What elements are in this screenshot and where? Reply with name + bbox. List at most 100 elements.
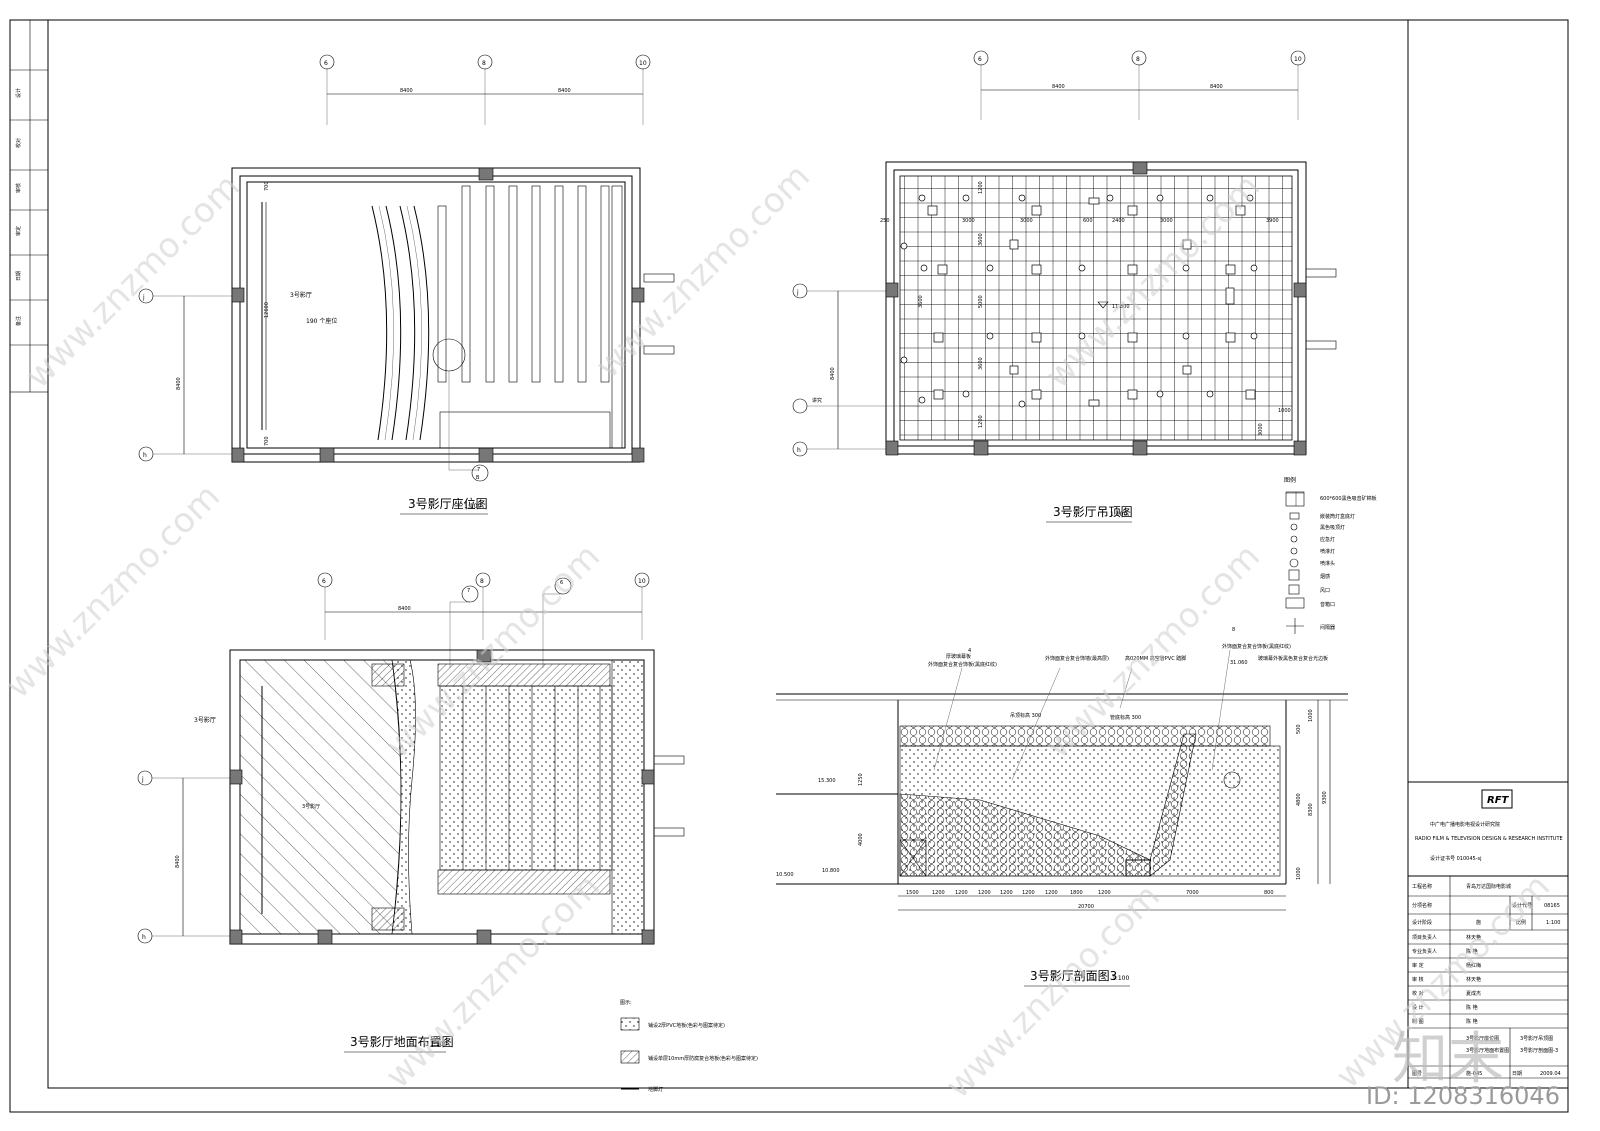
level: 10.500 <box>776 872 794 878</box>
dimension: 1250 <box>858 773 864 786</box>
revision-cell: 备注 <box>15 316 22 326</box>
drawing-name-line: 3号影厅剖面图-3 <box>1520 1047 1558 1054</box>
callout-label: 讲究 <box>812 397 822 404</box>
section-label: 厚玻璃幕板 <box>946 653 971 660</box>
tb-value: 青岛万达国际电影城 <box>1466 883 1511 890</box>
tb-value: 夏成杰 <box>1466 990 1481 997</box>
tb-value: 08165 <box>1544 903 1560 909</box>
watermark-text: www.znzmo.com <box>588 156 818 386</box>
callout: 7 <box>467 588 470 594</box>
dimension: 1200 <box>1000 890 1013 896</box>
dimension: 2400 <box>1112 218 1125 224</box>
notes-title: 图示: <box>620 1000 632 1006</box>
tb-label: 图号 <box>1412 1071 1422 1077</box>
grid-axis-label: 6 <box>322 578 326 585</box>
watermark-text: www.znzmo.com <box>0 476 228 706</box>
tb-label: 设计阶段 <box>1412 919 1432 926</box>
grid-axis-label: 8 <box>1136 56 1140 63</box>
title-block: RFT 中广电广播电影电视设计研究院 RADIO FILM & TELEVISI… <box>1408 781 1568 1088</box>
ceiling-legend: 图例 600*600黑色吸音矿棉板 嵌装筒灯盒底灯 黑色吸顶灯 应急灯 喷淋灯 … <box>1284 476 1377 634</box>
tb-label: 工程名称 <box>1412 883 1432 890</box>
level-label: 31.060 <box>1230 660 1248 666</box>
dimension: 7000 <box>1186 890 1199 896</box>
dimension: 3900 <box>1266 218 1279 224</box>
dimension: 3000 <box>1020 218 1033 224</box>
hall-label: 3号影厅 <box>290 291 312 299</box>
drawing-scale: 1:100 <box>1112 975 1129 982</box>
watermark-text: www.znzmo.com <box>378 866 608 1096</box>
dimension: 3000 <box>962 218 975 224</box>
dimension: 1000 <box>1296 867 1302 880</box>
grid-axis-label: 10 <box>639 60 647 67</box>
legend-item: 音箱口 <box>1320 601 1335 608</box>
tb-label: 日期 <box>1512 1071 1522 1077</box>
tb-label: 制 图 <box>1412 1018 1424 1025</box>
dimension: 250 <box>880 218 890 224</box>
drawing-name-line: 3号影厅座位图 <box>1466 1035 1499 1042</box>
tb-value: 陈 艳 <box>1466 1018 1478 1025</box>
inner-label: 吊顶标高 300 <box>1010 712 1041 719</box>
dimension: 8400 <box>1052 84 1065 90</box>
dimension: 3600 <box>978 233 984 246</box>
hall-label: 3号影厅 <box>302 803 320 810</box>
grid-axis-label: j <box>796 289 799 296</box>
dimension: 1800 <box>1070 890 1083 896</box>
section-label: 外饰面复合复合饰墙(最高层) <box>1045 655 1109 662</box>
dimension: 3000 <box>1258 423 1264 436</box>
legend-item: 风口 <box>1320 588 1330 594</box>
tb-label: 项目负责人 <box>1412 934 1437 941</box>
dimension: 3600 <box>978 357 984 370</box>
dimension: 8400 <box>1210 84 1223 90</box>
dimension: 8400 <box>558 88 571 94</box>
drawing-scale: 1:100 <box>464 503 481 510</box>
tb-label: 专业负责人 <box>1412 948 1437 955</box>
ceiling-level: 11.800 <box>1112 304 1130 310</box>
level: 15.300 <box>818 778 836 784</box>
dimension: 8400 <box>175 855 181 868</box>
dimension: 700 <box>264 436 270 446</box>
tb-value: 林天艳 <box>1466 934 1481 941</box>
tb-value: 林天艳 <box>1466 976 1481 983</box>
dimension: 1200 <box>1098 890 1111 896</box>
dimension: 1200 <box>932 890 945 896</box>
section-label: 玻璃幕外板黑色复合复合光边板 <box>1258 655 1328 662</box>
watermark-id: ID: 1208316046 <box>1366 1082 1560 1110</box>
tb-value: 施 <box>1476 919 1481 926</box>
dimension: 4000 <box>858 833 864 846</box>
dimension: 8400 <box>176 377 182 390</box>
dimension: 5000 <box>978 295 984 308</box>
section-label: 外饰面复合复合饰板(黑底红纹) <box>928 661 997 668</box>
grid-axis-label: 10 <box>638 578 646 585</box>
hall-label: 3号影厅 <box>194 716 216 724</box>
section-view: 厚玻璃幕板 外饰面复合复合饰板(黑底红纹) 外饰面复合复合饰墙(最高层) 高02… <box>776 627 1348 987</box>
grid-axis-label: 8 <box>480 578 484 585</box>
tb-label: 审 核 <box>1412 976 1424 983</box>
dimension: 8300 <box>1308 803 1314 816</box>
seating-plan: 6 8 10 8400 8400 j h 8400 700 12600 700 … <box>138 54 675 515</box>
drawing-name-line: 3号影厅吊顶图 <box>1520 1035 1553 1042</box>
legend-item: 烟感 <box>1320 573 1330 580</box>
dimension: 1200 <box>978 181 984 194</box>
watermark-text: www.znzmo.com <box>18 166 248 396</box>
dimension: 1200 <box>978 415 984 428</box>
drawing-number: 施-045 <box>1466 1070 1482 1077</box>
legend-item: 600*600黑色吸音矿棉板 <box>1320 495 1377 502</box>
institute-name-en: RADIO FILM & TELEVISION DESIGN & RESEARC… <box>1415 836 1563 842</box>
inner-frame <box>47 19 1569 1089</box>
tb-label: 校 对 <box>1412 990 1424 997</box>
drawing-scale: 1:100 <box>430 1041 447 1048</box>
level: 10.800 <box>822 868 840 874</box>
floor-notes: 图示: 铺设2厚PVC地板(色彩与图案待定) 铺设单层10mm厚防腐复合地板(色… <box>620 1000 758 1093</box>
tb-label: 比例 <box>1516 919 1526 926</box>
tb-value: 陈 艳 <box>1466 948 1478 955</box>
watermark-text: www.znzmo.com <box>938 876 1168 1106</box>
dimension: 1500 <box>906 890 919 896</box>
grid-axis-label: 8 <box>482 60 486 67</box>
dimension: 1200 <box>978 890 991 896</box>
drawing-name-line: 3号影厅地面布置图 <box>1466 1047 1509 1054</box>
dimension: 800 <box>1264 890 1274 896</box>
revision-cell: 校对 <box>15 138 22 148</box>
dimension: 12600 <box>264 302 270 318</box>
note-item: 地脚灯 <box>648 1086 663 1093</box>
